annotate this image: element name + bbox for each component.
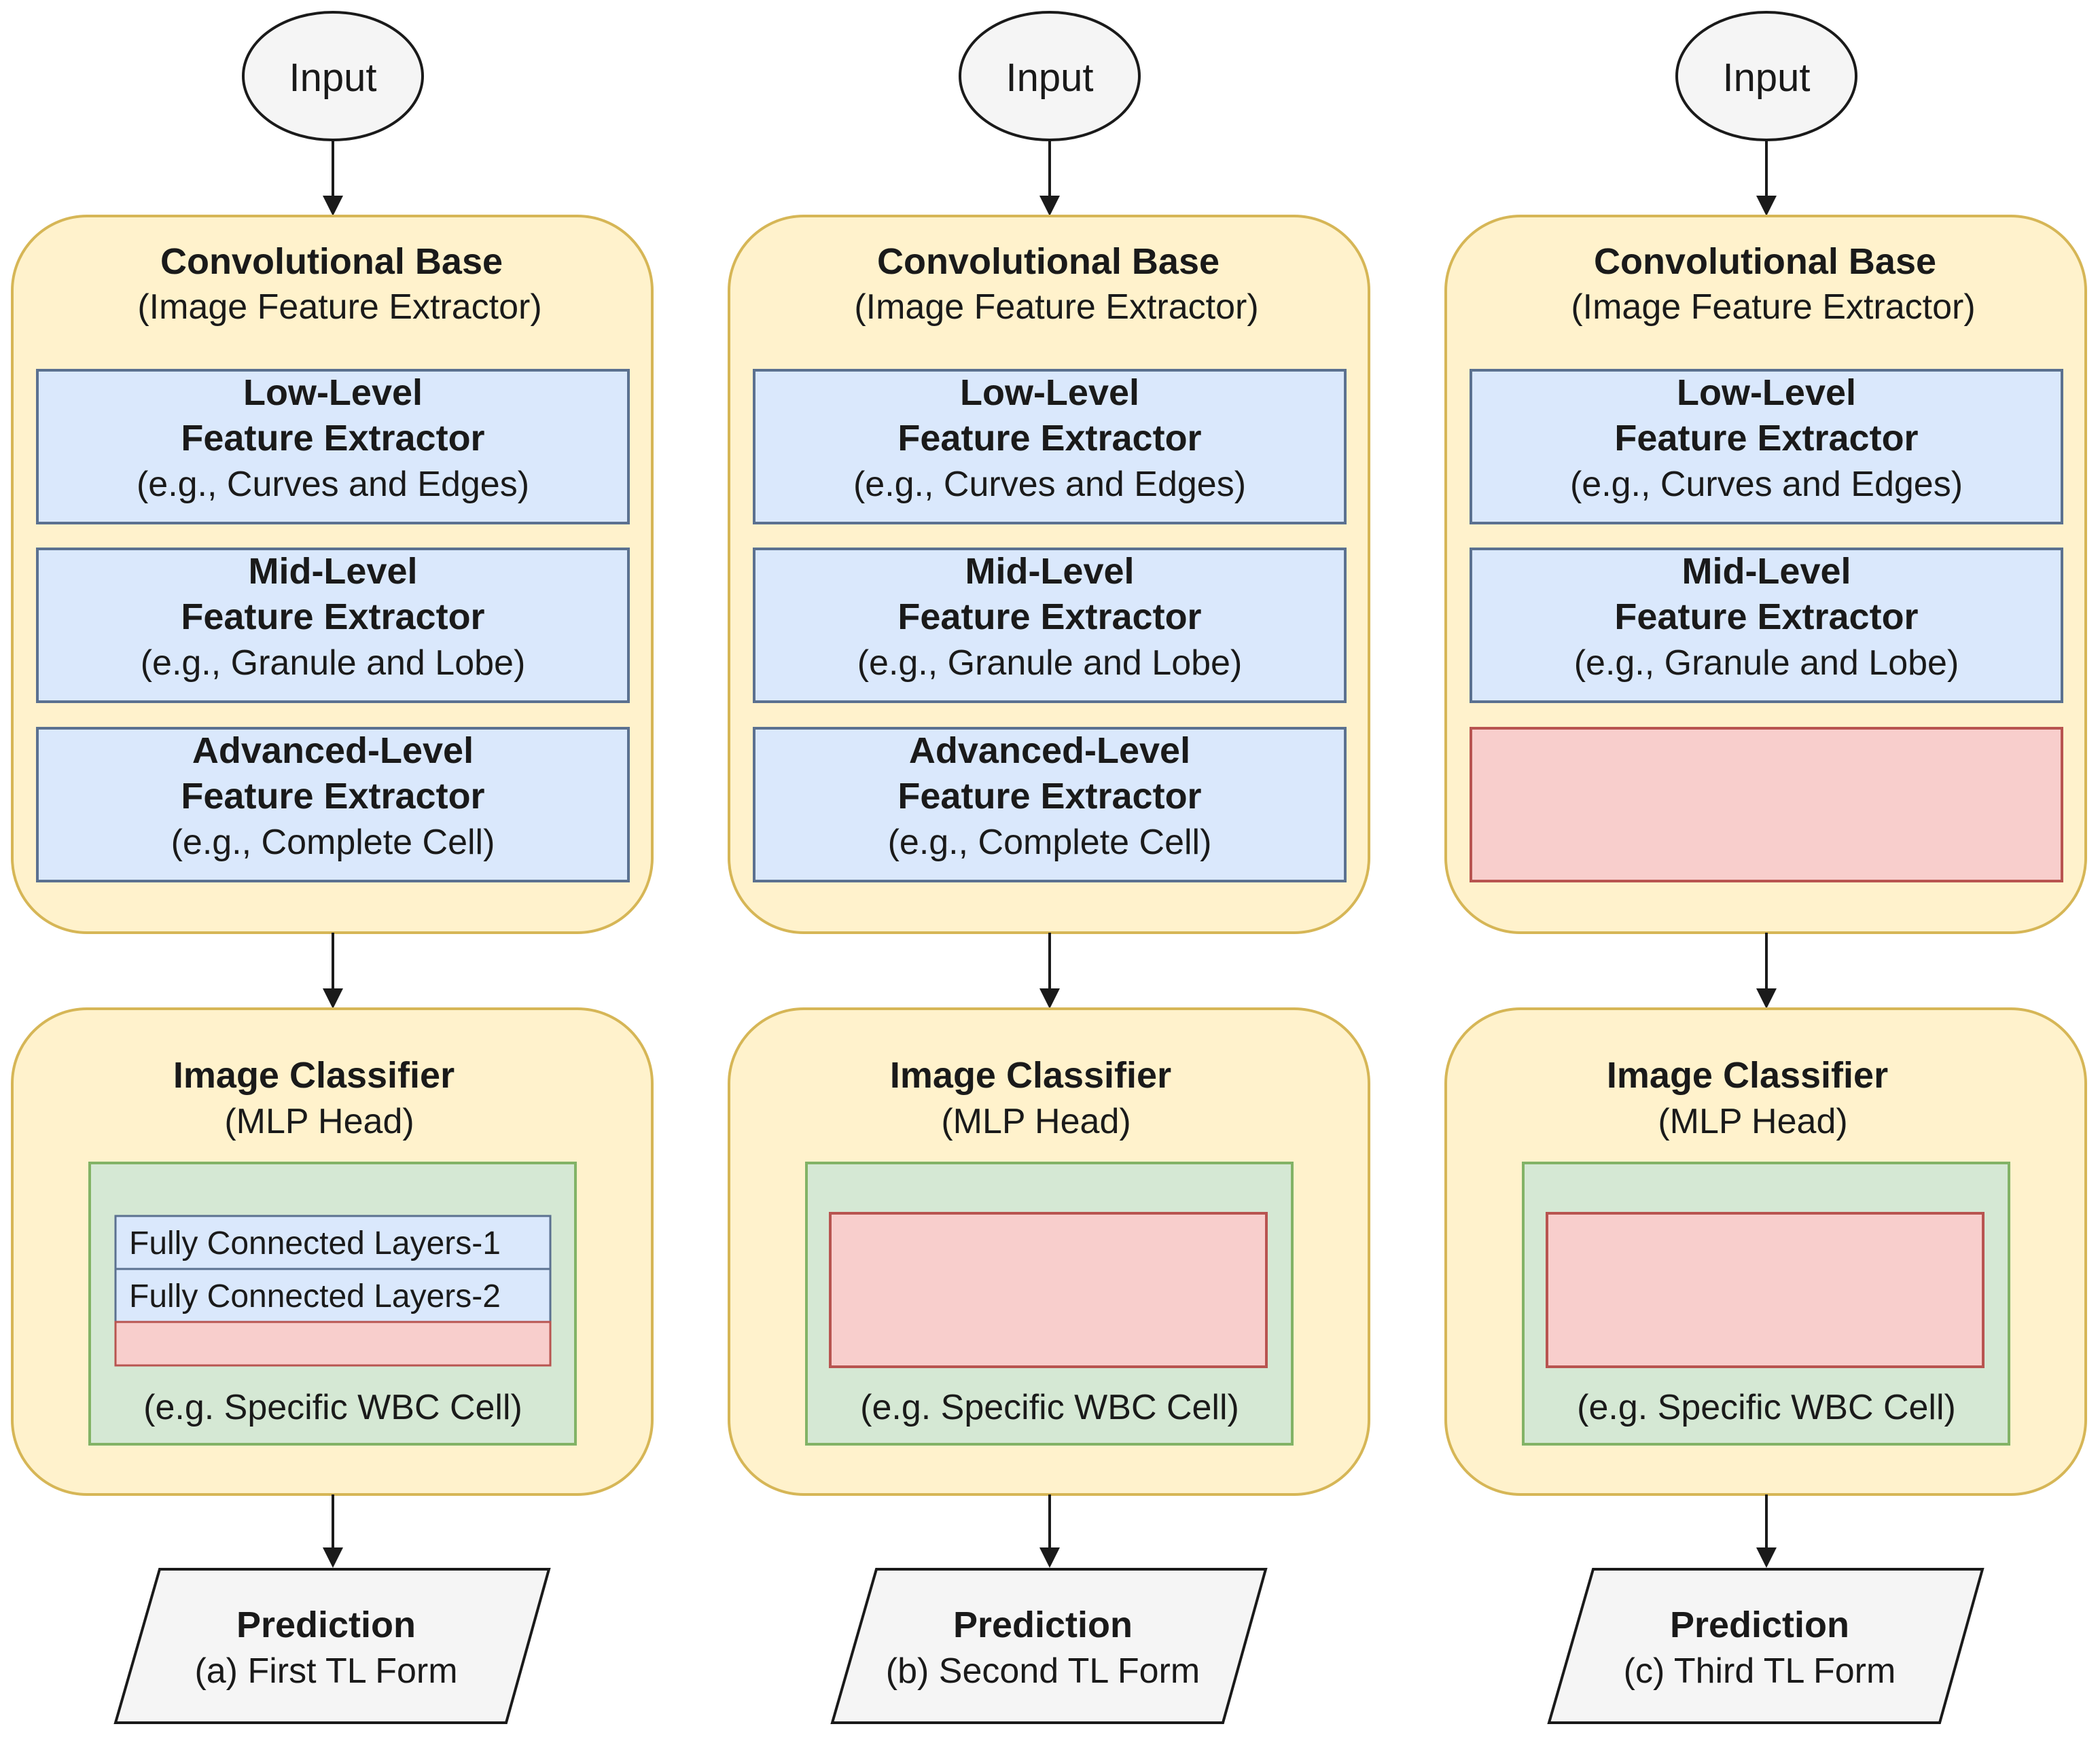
extractor-example: (e.g., Complete Cell) (171, 823, 495, 862)
extractor-title: Feature Extractor (181, 776, 484, 817)
replaced-classifier-block (1546, 1212, 1985, 1368)
extractor-example: (e.g., Granule and Lobe) (1574, 643, 1959, 683)
extractor-example: (e.g., Curves and Edges) (853, 465, 1246, 504)
extractor-title: Feature Extractor (181, 418, 484, 459)
replaced-layer-block (1470, 727, 2063, 882)
extractor-title: Feature Extractor (897, 596, 1201, 637)
arrow-base-to-classifier (1756, 933, 1777, 1009)
extractor-title: Feature Extractor (1614, 596, 1918, 637)
classifier-subtitle: (MLP Head) (224, 1102, 414, 1141)
conv-base-subtitle: (Image Feature Extractor) (854, 287, 1258, 327)
feature-extractor-3 (753, 727, 1347, 882)
prediction-title: Prediction (236, 1605, 416, 1645)
prediction-node (1547, 1568, 1985, 1724)
arrow-input-to-base (1039, 140, 1060, 216)
classifier-example: (e.g. Specific WBC Cell) (1577, 1388, 1956, 1427)
extractor-level-label: Mid-Level (248, 551, 417, 592)
arrow-classifier-to-prediction (1039, 1494, 1060, 1568)
feature-extractor-2 (1470, 548, 2063, 703)
prediction-form-label: (c) Third TL Form (1624, 1651, 1896, 1691)
extractor-level-label: Advanced-Level (192, 730, 474, 771)
arrow-classifier-to-prediction (323, 1494, 343, 1568)
arrow-base-to-classifier (323, 933, 343, 1009)
prediction-form-label: (b) Second TL Form (886, 1651, 1200, 1691)
replaced-classifier-block (829, 1212, 1268, 1368)
prediction-form-label: (a) First TL Form (194, 1651, 457, 1691)
extractor-level-label: Mid-Level (965, 551, 1134, 592)
prediction-node (113, 1568, 551, 1724)
conv-base-title: Convolutional Base (160, 241, 503, 282)
feature-extractor-3 (36, 727, 630, 882)
conv-base-subtitle: (Image Feature Extractor) (1571, 287, 1975, 327)
extractor-example: (e.g., Curves and Edges) (1570, 465, 1963, 504)
extractor-level-label: Mid-Level (1681, 551, 1851, 592)
classifier-example: (e.g. Specific WBC Cell) (860, 1388, 1239, 1427)
feature-extractor-2 (36, 548, 630, 703)
input-label: Input (1723, 56, 1811, 100)
arrow-input-to-base (1756, 140, 1777, 216)
prediction-title: Prediction (953, 1605, 1133, 1645)
prediction-node (830, 1568, 1268, 1724)
prediction-title: Prediction (1670, 1605, 1849, 1645)
conv-base-title: Convolutional Base (1594, 241, 1936, 282)
fc-layer-1 (114, 1215, 552, 1270)
feature-extractor-1 (753, 369, 1347, 524)
extractor-title: Feature Extractor (1614, 418, 1918, 459)
extractor-example: (e.g., Complete Cell) (888, 823, 1212, 862)
extractor-title: Feature Extractor (897, 776, 1201, 817)
extractor-level-label: Low-Level (243, 372, 423, 413)
extractor-level-label: Advanced-Level (909, 730, 1190, 771)
feature-extractor-1 (1470, 369, 2063, 524)
input-label: Input (1006, 56, 1094, 100)
arrow-base-to-classifier (1039, 933, 1060, 1009)
fc-layer-label: Fully Connected Layers-2 (129, 1278, 501, 1314)
fc-layer-2 (114, 1268, 552, 1323)
conv-base-title: Convolutional Base (877, 241, 1220, 282)
classifier-subtitle: (MLP Head) (1658, 1102, 1847, 1141)
extractor-level-label: Low-Level (960, 372, 1139, 413)
extractor-level-label: Low-Level (1677, 372, 1856, 413)
replaced-output-layer (114, 1321, 552, 1367)
classifier-subtitle: (MLP Head) (941, 1102, 1131, 1141)
classifier-example: (e.g. Specific WBC Cell) (143, 1388, 522, 1427)
extractor-example: (e.g., Granule and Lobe) (857, 643, 1243, 683)
feature-extractor-1 (36, 369, 630, 524)
classifier-title: Image Classifier (173, 1055, 455, 1096)
extractor-example: (e.g., Curves and Edges) (137, 465, 529, 504)
extractor-title: Feature Extractor (181, 596, 484, 637)
classifier-title: Image Classifier (1607, 1055, 1888, 1096)
arrow-input-to-base (323, 140, 343, 216)
conv-base-subtitle: (Image Feature Extractor) (137, 287, 541, 327)
feature-extractor-2 (753, 548, 1347, 703)
extractor-title: Feature Extractor (897, 418, 1201, 459)
extractor-example: (e.g., Granule and Lobe) (141, 643, 526, 683)
fc-layer-label: Fully Connected Layers-1 (129, 1225, 501, 1261)
classifier-title: Image Classifier (890, 1055, 1171, 1096)
arrow-classifier-to-prediction (1756, 1494, 1777, 1568)
input-label: Input (289, 56, 377, 100)
